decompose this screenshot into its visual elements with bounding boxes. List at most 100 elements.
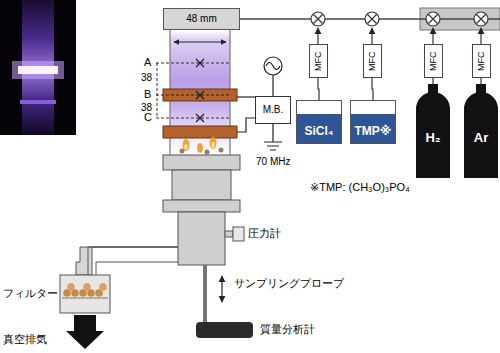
node-text: 48 mm xyxy=(186,13,217,25)
node-text: MFC xyxy=(476,51,486,71)
chamber-body xyxy=(76,155,244,275)
valve-symbol xyxy=(365,12,379,26)
node-text: M.B. xyxy=(263,104,284,116)
feed-line xyxy=(318,78,319,100)
flow-arrow xyxy=(317,28,318,44)
flange xyxy=(163,155,240,170)
cylinder-valve xyxy=(476,84,486,93)
wire xyxy=(237,96,255,97)
ac-source-symbol xyxy=(264,57,282,75)
gauge-pipe xyxy=(225,231,233,237)
dimension-label: 38 xyxy=(141,72,152,84)
exhaust-arrow xyxy=(66,315,104,349)
valve-cross xyxy=(314,15,323,24)
frequency-label: 70 MHz xyxy=(256,156,290,168)
part-label: サンプリングプローブ xyxy=(234,277,344,290)
gas-line xyxy=(240,8,500,44)
flow-arrow xyxy=(432,28,433,44)
flame xyxy=(197,143,203,153)
footnote: ※TMP: (CH₃O)₃PO₄ xyxy=(310,181,410,194)
mass-spectrometer xyxy=(196,322,253,338)
valve-cross xyxy=(477,15,486,24)
part-label: 質量分析計 xyxy=(260,323,315,336)
chamber xyxy=(178,212,225,265)
flow-arrow xyxy=(480,28,481,44)
pressure-gauge xyxy=(233,227,244,241)
feed-line xyxy=(432,78,433,84)
dimension-tick xyxy=(156,63,170,64)
photo-bright-band xyxy=(18,66,58,74)
cylinder-body xyxy=(464,92,498,178)
liquid-container: SiCl₄ xyxy=(296,100,342,144)
particle xyxy=(219,148,224,153)
feed-line xyxy=(480,78,481,84)
particles xyxy=(180,137,224,155)
valve-cross xyxy=(429,15,438,24)
part-label: フィルター xyxy=(3,287,58,300)
exhaust-pipe xyxy=(76,247,178,275)
copper-electrode xyxy=(163,126,237,138)
node-text: SiCl₄ xyxy=(304,125,333,139)
node-text: Ar xyxy=(474,131,488,146)
feed-line xyxy=(372,78,373,100)
liquid xyxy=(297,114,341,143)
node-text: MFC xyxy=(367,51,377,71)
valve-symbol xyxy=(426,12,440,26)
dimension-tick xyxy=(156,118,170,119)
node-text: MFC xyxy=(313,51,323,71)
gas-cylinder: H₂ xyxy=(416,84,450,178)
filter-box xyxy=(60,275,110,313)
particle xyxy=(99,283,107,291)
wire xyxy=(272,75,273,96)
flame xyxy=(210,137,217,149)
mfc-box: MFC xyxy=(424,44,443,78)
particle xyxy=(180,149,185,154)
filter xyxy=(60,275,110,349)
part-label: 圧力計 xyxy=(248,227,281,240)
chamber xyxy=(172,170,231,200)
photo-lower-band xyxy=(20,100,56,104)
cylinder-valve xyxy=(428,84,438,93)
cross-mark xyxy=(196,114,204,122)
sampling xyxy=(196,265,253,338)
sampling-probe xyxy=(203,265,207,322)
photo-electrode-glow xyxy=(12,61,64,79)
part-label: 真空排気 xyxy=(3,333,47,346)
node-text: MFC xyxy=(428,51,438,71)
cross-mark xyxy=(196,59,204,67)
container-wall xyxy=(351,101,396,144)
container-wall xyxy=(297,101,342,144)
plasma-photo xyxy=(0,0,76,135)
node-text: H₂ xyxy=(425,131,440,146)
liquid-container: TMP※ xyxy=(350,100,396,144)
flame-core xyxy=(184,144,188,150)
gas-cylinder: Ar xyxy=(464,84,498,178)
mfc-box: MFC xyxy=(309,44,328,78)
motion-arrow xyxy=(221,276,222,302)
valve-symbol xyxy=(311,12,325,26)
particle xyxy=(205,150,210,155)
flange xyxy=(163,200,240,212)
flame-core xyxy=(211,142,215,148)
width-dimension xyxy=(174,42,226,43)
cross-mark xyxy=(196,91,204,99)
position-label: C xyxy=(144,111,152,124)
matching-box: M.B. xyxy=(255,96,291,124)
particle xyxy=(83,283,91,291)
cross-marks xyxy=(196,59,204,122)
exhaust-pipe-edge xyxy=(88,247,178,275)
filter-mesh xyxy=(62,298,108,299)
particle xyxy=(67,283,75,291)
electrodes xyxy=(156,89,237,138)
photo-ground xyxy=(0,0,76,135)
top-flange: 48 mm xyxy=(163,8,240,30)
cylinder-body xyxy=(416,92,450,178)
liquid xyxy=(351,114,395,143)
valve-symbol xyxy=(474,12,488,26)
wire xyxy=(237,118,255,132)
sine-symbol xyxy=(266,63,280,70)
ground-symbol xyxy=(264,124,282,150)
valve-cross xyxy=(368,15,377,24)
node-text: TMP※ xyxy=(355,125,392,139)
position-label: A xyxy=(144,56,151,69)
